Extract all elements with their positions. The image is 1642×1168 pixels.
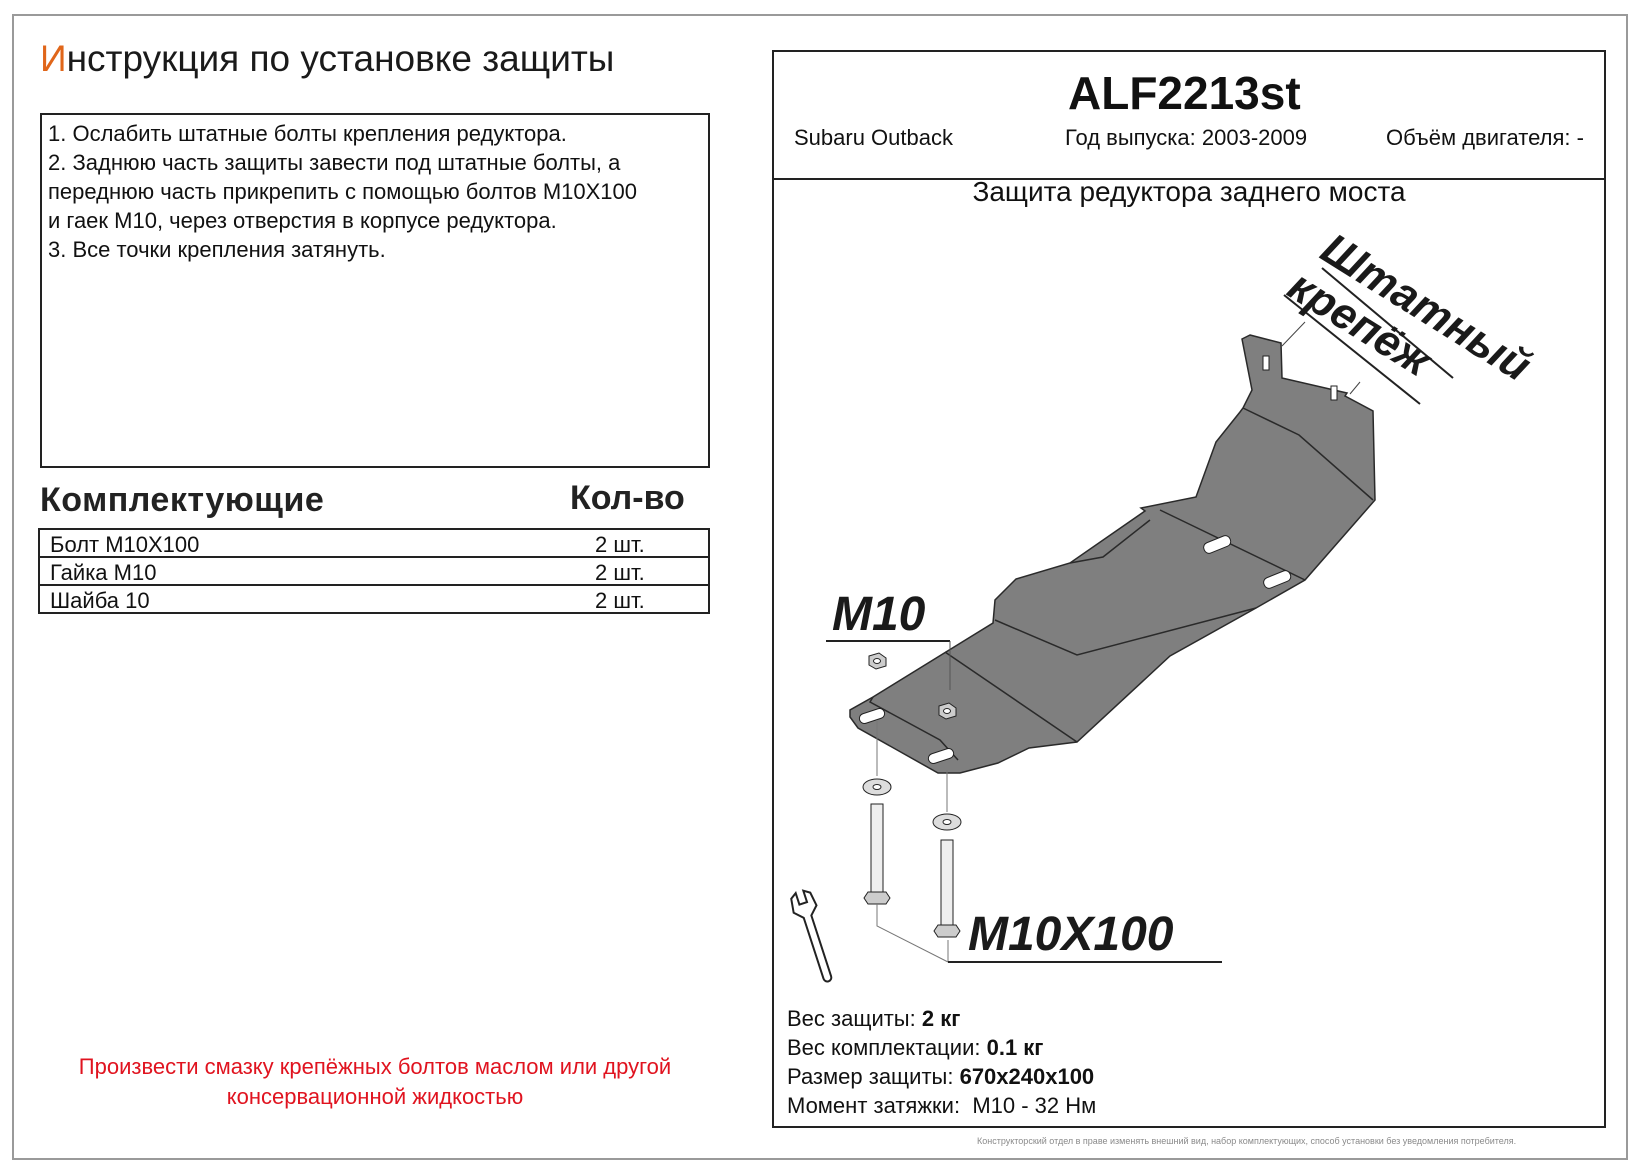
spec-label: Размер защиты: xyxy=(787,1064,954,1089)
mount-slot xyxy=(927,748,955,764)
washer-hole xyxy=(942,819,952,825)
nut-hole xyxy=(873,658,881,664)
part-name: Защита редуктора заднего моста xyxy=(972,176,1406,207)
instruction-line: 1. Ослабить штатные болты крепления реду… xyxy=(48,121,567,146)
plate-bend-line xyxy=(994,607,1257,656)
part-code: ALF2213st xyxy=(1068,67,1301,119)
page-title: Инструкция по установке защиты xyxy=(40,38,614,80)
instruction-line: переднюю часть прикрепить с помощью болт… xyxy=(48,179,637,204)
kit-item-qty: 2 шт. xyxy=(595,588,645,613)
kit-item-name: Гайка М10 xyxy=(50,560,157,585)
spec-value: 670х240х100 xyxy=(959,1064,1095,1089)
mount-slot xyxy=(858,708,886,724)
table-row: Шайба 10 2 шт. xyxy=(40,586,708,613)
spec-value: 2 кг xyxy=(921,1006,961,1031)
skid-plate xyxy=(849,334,1376,774)
footer-disclaimer: Конструкторский отдел в праве изменять в… xyxy=(977,1136,1517,1146)
lubrication-note: Произвести смазку крепёжных болтов масло… xyxy=(40,1052,710,1112)
bolt-icon xyxy=(940,839,954,929)
page-frame xyxy=(12,14,1628,1160)
header-divider xyxy=(772,178,1606,180)
qty-heading: Кол-во xyxy=(570,479,685,517)
note-line: Произвести смазку крепёжных болтов масло… xyxy=(78,1054,672,1079)
plate-bend-line xyxy=(944,651,1078,743)
table-row: Болт М10Х100 2 шт. xyxy=(40,530,708,558)
bolt-head xyxy=(933,924,961,938)
spec-label: Момент затяжки: xyxy=(787,1093,961,1118)
engine-label: Объём двигателя: - xyxy=(1386,125,1584,150)
spec-label: Вес комплектации: xyxy=(787,1035,981,1060)
bolt-label: M10X100 xyxy=(968,908,1174,961)
kit-heading: Комплектующие xyxy=(40,481,325,519)
spec-size: Размер защиты: 670х240х100 xyxy=(787,1064,1094,1090)
leader-line xyxy=(1321,267,1454,379)
leader-line xyxy=(1281,321,1306,347)
kit-item-qty: 2 шт. xyxy=(595,532,645,557)
kit-item-name: Шайба 10 xyxy=(50,588,150,613)
year-label: Год выпуска: 2003-2009 xyxy=(1065,125,1308,150)
bolt-icon xyxy=(870,803,884,897)
nut-hole xyxy=(943,708,951,714)
kit-item-qty: 2 шт. xyxy=(595,560,645,585)
instructions-box: 1. Ослабить штатные болты крепления реду… xyxy=(40,113,710,468)
instruction-line: 2. Заднюю часть защиты завести под штатн… xyxy=(48,150,621,175)
plate-bend-line xyxy=(1242,407,1374,501)
spec-label: Вес защиты: xyxy=(787,1006,916,1031)
spec-value: 0.1 кг xyxy=(986,1035,1044,1060)
kit-item-name: Болт М10Х100 xyxy=(50,532,200,557)
washer-hole xyxy=(872,784,882,790)
kit-table: Болт М10Х100 2 шт. Гайка М10 2 шт. Шайба… xyxy=(38,528,710,614)
product-card xyxy=(772,50,1606,1128)
instruction-line: 3. Все точки крепления затянуть. xyxy=(48,237,386,262)
table-row: Гайка М10 2 шт. xyxy=(40,558,708,586)
spec-value: М10 - 32 Нм xyxy=(972,1093,1097,1118)
wrench-icon xyxy=(790,889,833,983)
spec-weight: Вес защиты: 2 кг xyxy=(787,1006,960,1032)
car-model: Subaru Outback xyxy=(794,125,953,150)
leader-line xyxy=(1283,294,1421,405)
mount-slot xyxy=(1330,385,1338,401)
nut-label: M10 xyxy=(832,588,926,641)
instruction-line: и гаек М10, через отверстия в корпусе ре… xyxy=(48,208,557,233)
leader-line xyxy=(1349,381,1361,395)
title-initial: И xyxy=(40,38,67,79)
leader-line xyxy=(876,904,949,963)
spec-kit-weight: Вес комплектации: 0.1 кг xyxy=(787,1035,1043,1061)
plate-bend-line xyxy=(1159,509,1306,581)
mount-slot xyxy=(1262,355,1270,371)
mount-slot xyxy=(1203,535,1232,554)
plate-bend-line xyxy=(1069,519,1151,564)
title-rest: нструкция по установке защиты xyxy=(66,38,615,79)
bolt-head xyxy=(863,891,891,905)
spec-torque: Момент затяжки: М10 - 32 Нм xyxy=(787,1093,1096,1119)
mount-slot xyxy=(1263,570,1292,589)
note-line: консервационной жидкостью xyxy=(226,1084,524,1109)
